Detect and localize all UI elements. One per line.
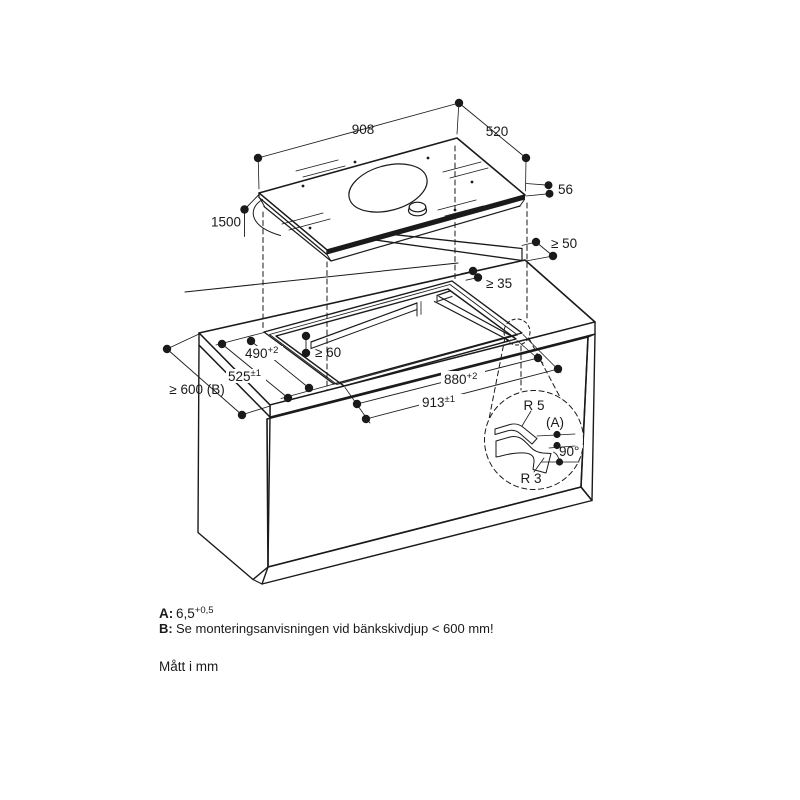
cooking-zone-oval [348, 163, 428, 213]
dim-56-label: 56 [558, 182, 573, 197]
cooktop-glass-left-face [258, 192, 328, 256]
dim-ge600: ≥ 600 (B) [162, 333, 271, 420]
cable-bend-arc [252, 199, 281, 236]
dim-490: 490+2 [215, 332, 314, 393]
cutout-outline [275, 288, 517, 387]
cabinet-right-side [580, 333, 596, 502]
glass-dots [301, 156, 474, 230]
recess-step-outline [269, 284, 518, 385]
dim-ge60-label: ≥ 60 [315, 345, 341, 360]
dim-525: 525±1 [217, 339, 335, 403]
dim-ge50: ≥ 50 [521, 236, 577, 262]
dim-913-label: 913±1 [422, 394, 455, 410]
dim-ge600-label: ≥ 600 (B) [169, 382, 224, 397]
detail-90-label: 90° [559, 444, 579, 459]
dim-908: 908 [253, 98, 464, 190]
projection-lines [262, 145, 571, 420]
section-worktop-step [495, 436, 552, 474]
dim-ge35: ≥ 35 [460, 266, 512, 291]
dim-908-label: 908 [352, 122, 375, 137]
dim-525-label: 525±1 [228, 368, 261, 384]
callout-source-circle [503, 318, 531, 346]
detail-r3-label: R 3 [520, 471, 541, 486]
footer-units: Mått i mm [159, 659, 218, 674]
zone-markings [281, 159, 489, 231]
cabinet-plinth-notch [252, 578, 263, 585]
cabinet-frame-rails [310, 290, 515, 349]
dim-520: 520 [458, 102, 531, 192]
cooktop-glass-front-face [327, 195, 525, 255]
dim-490-label: 490+2 [245, 345, 278, 361]
dim-ge35-label: ≥ 35 [486, 276, 512, 291]
dim-913: 913±1 [344, 334, 563, 424]
note-b: B:Se monteringsanvisningen vid bänkskivd… [159, 621, 494, 636]
dim-1500: 1500 [211, 194, 281, 237]
detail-a-label: (A) [546, 415, 564, 430]
note-a: A:6,5+0,5 [159, 605, 214, 621]
cooktop [258, 137, 526, 262]
notes: A:6,5+0,5 B:Se monteringsanvisningen vid… [159, 605, 494, 674]
control-knob [407, 201, 428, 217]
worktop-cutout [263, 280, 523, 387]
detail-callout: R 5 (A) 90° R 3 [484, 318, 584, 490]
dim-ge60: ≥ 60 [301, 331, 341, 360]
wall-bottom-line [184, 262, 459, 293]
dim-520-label: 520 [486, 124, 509, 139]
dim-1500-label: 1500 [211, 215, 241, 230]
cabinet-plinth [261, 486, 593, 585]
dim-ge50-label: ≥ 50 [551, 236, 577, 251]
worktop [184, 230, 596, 418]
recess-outline [263, 280, 523, 385]
dim-880-label: 880+2 [444, 371, 477, 387]
section-cooktop-edge [494, 423, 538, 445]
dim-56: 56 [525, 181, 573, 198]
detail-r5-label: R 5 [523, 398, 544, 413]
